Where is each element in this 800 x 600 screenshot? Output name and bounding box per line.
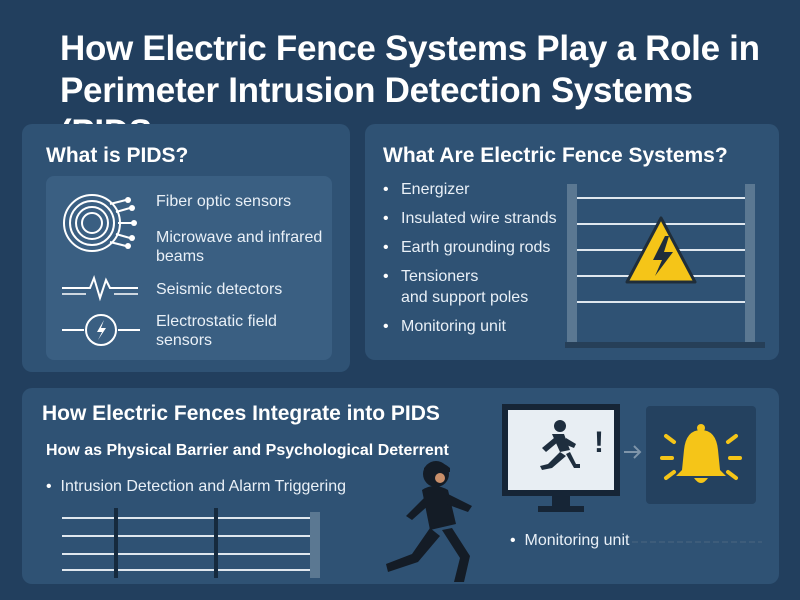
bullet-icon: • — [510, 532, 525, 549]
list-item: •Tensioners — [383, 268, 479, 285]
integration-panel: How Electric Fences Integrate into PIDS … — [22, 388, 779, 584]
electric-circle-icon — [62, 314, 140, 346]
fence-panel: What Are Electric Fence Systems? •Energi… — [365, 124, 779, 360]
seismic-wave-icon — [62, 274, 138, 302]
fence-heading: What Are Electric Fence Systems? — [383, 144, 728, 167]
list-item: • Monitoring unit — [510, 532, 630, 549]
sensor-item-beams: Microwave and infrared beams — [156, 229, 323, 265]
fence-components-list: •Energizer •Insulated wire strands •Eart… — [383, 180, 557, 346]
sensor-item-fiber: Fiber optic sensors — [156, 193, 292, 210]
bullet-icon: • — [383, 239, 389, 256]
alarm-box — [646, 406, 756, 504]
sensor-list: Fiber optic sensors Microwave and infrar… — [46, 176, 332, 360]
bullet-icon: • — [46, 478, 61, 495]
running-person-icon — [540, 420, 580, 470]
bullet-icon: • — [383, 181, 389, 198]
bullet-icon: • — [383, 210, 389, 227]
list-item: •Monitoring unit — [383, 318, 506, 335]
sensor-item-seismic: Seismic detectors — [156, 281, 283, 298]
running-intruder-icon — [386, 461, 472, 582]
pids-panel: What is PIDS? Fiber optic sensors Microw… — [22, 124, 350, 372]
integration-heading: How Electric Fences Integrate into PIDS — [42, 402, 440, 425]
monitor-icon — [502, 404, 620, 512]
list-item: • Intrusion Detection and Alarm Triggeri… — [46, 478, 346, 495]
list-item: •Energizer — [383, 181, 470, 198]
bullet-icon: • — [383, 318, 389, 335]
electric-fence-graphic — [565, 184, 765, 348]
sensor-item-electrostatic: Electrostatic field sensors — [156, 313, 277, 349]
fence-illustration — [62, 508, 320, 578]
page-title: How Electric Fence Systems Play a Role i… — [60, 29, 760, 152]
alarm-bell-icon — [660, 424, 742, 483]
wire-line-decoration — [632, 541, 762, 543]
list-item: •Earth grounding rods — [383, 239, 551, 256]
arrow-right-icon — [624, 445, 642, 459]
pids-heading: What is PIDS? — [46, 144, 189, 167]
integration-subheading: How as Physical Barrier and Psychologica… — [46, 442, 449, 459]
list-item: and support poles — [401, 289, 529, 306]
alert-exclamation: ! — [594, 426, 604, 459]
list-item: •Insulated wire strands — [383, 210, 557, 227]
fiber-coil-icon — [63, 194, 137, 252]
high-voltage-warning-icon — [625, 216, 697, 284]
bullet-icon: • — [383, 268, 389, 285]
